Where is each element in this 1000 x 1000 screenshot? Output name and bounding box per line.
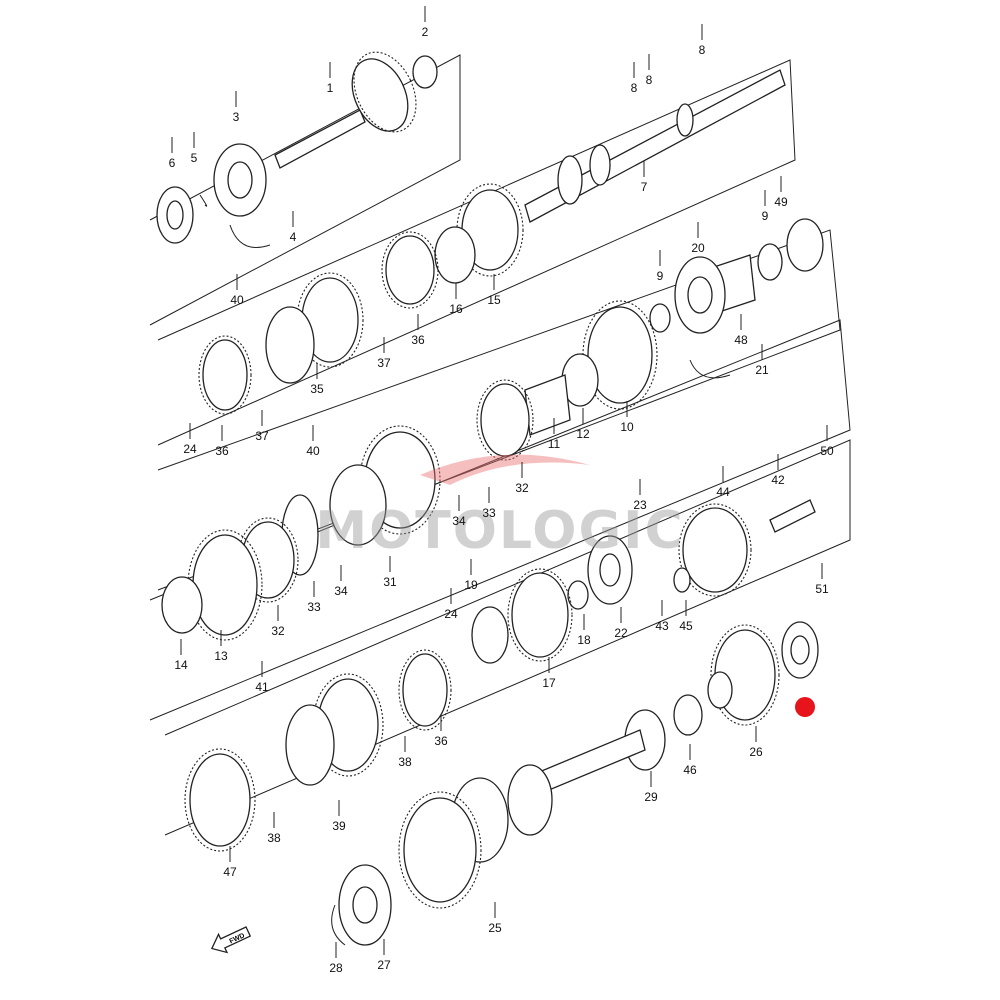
part-number-label: 5: [191, 151, 198, 165]
part-number-label: 44: [716, 485, 730, 499]
part-number-label: 10: [620, 420, 634, 434]
part-number-label: 8: [699, 43, 706, 57]
part-number-label: 20: [691, 241, 705, 255]
part-number-label: 3: [233, 110, 240, 124]
part-number-label: 39: [332, 819, 346, 833]
part-number-label: 9: [762, 209, 769, 223]
watermark-logo: MOTOLOGIC: [315, 454, 684, 561]
part-number-label: 1: [327, 81, 334, 95]
part-number-label: 35: [310, 382, 324, 396]
part-number-label: 18: [577, 633, 591, 647]
part-number-label: 32: [271, 624, 285, 638]
part-number-label: 7: [641, 180, 648, 194]
highlight-dot: [795, 697, 815, 717]
part-number-label: 40: [306, 444, 320, 458]
part-number-label: 33: [482, 506, 496, 520]
part-number-label: 40: [230, 293, 244, 307]
part-number-label: 9: [657, 269, 664, 283]
part-number-label: 36: [215, 444, 229, 458]
part-number-label: 15: [487, 293, 501, 307]
part-number-label: 14: [174, 658, 188, 672]
part-number-label: 22: [614, 626, 628, 640]
part-number-label: 23: [633, 498, 647, 512]
part-number-label: 8: [646, 73, 653, 87]
part-number-label: 16: [449, 302, 463, 316]
part-number-label: 38: [398, 755, 412, 769]
part-number-label: 33: [307, 600, 321, 614]
part-number-label: 50: [820, 444, 834, 458]
part-number-label: 34: [452, 514, 466, 528]
part-number-label: 38: [267, 831, 281, 845]
part-number-label: 34: [334, 584, 348, 598]
parts: [156, 51, 824, 946]
part-number-label: 13: [214, 649, 228, 663]
part-number-label: 11: [548, 437, 561, 451]
part-number-label: 31: [383, 575, 397, 589]
part-number-label: 46: [683, 763, 697, 777]
part-number-label: 12: [576, 427, 590, 441]
part-number-label: 24: [183, 442, 197, 456]
part-number-label: 43: [655, 619, 669, 633]
part-number-label: 25: [488, 921, 502, 935]
part-number-label: 8: [631, 81, 638, 95]
part-number-label: 4: [290, 230, 297, 244]
part-number-label: 21: [755, 363, 769, 377]
part-number-label: 41: [255, 680, 269, 694]
part-number-label: 32: [515, 481, 529, 495]
part-number-label: 17: [542, 676, 556, 690]
part-number-label: 42: [771, 473, 785, 487]
part-number-label: 36: [411, 333, 425, 347]
forward-arrow-icon: FWD: [210, 926, 252, 954]
watermark-text: MOTOLOGIC: [315, 501, 684, 561]
part-number-label: 36: [434, 734, 448, 748]
part-number-label: 26: [749, 745, 763, 759]
part-number-label: 29: [644, 790, 658, 804]
part-number-label: 49: [774, 195, 788, 209]
part-number-label: 28: [329, 961, 343, 975]
part-number-label: 6: [169, 156, 176, 170]
part-number-label: 48: [734, 333, 748, 347]
part-number-label: 27: [377, 958, 391, 972]
part-number-label: 51: [815, 582, 829, 596]
part-number-label: 2: [422, 25, 429, 39]
part-number-label: 24: [444, 607, 458, 621]
part-number-label: 47: [223, 865, 237, 879]
part-number-label: 37: [255, 429, 269, 443]
part-number-label: 45: [679, 619, 693, 633]
part-number-label: 37: [377, 356, 391, 370]
part-number-label: 19: [464, 578, 478, 592]
